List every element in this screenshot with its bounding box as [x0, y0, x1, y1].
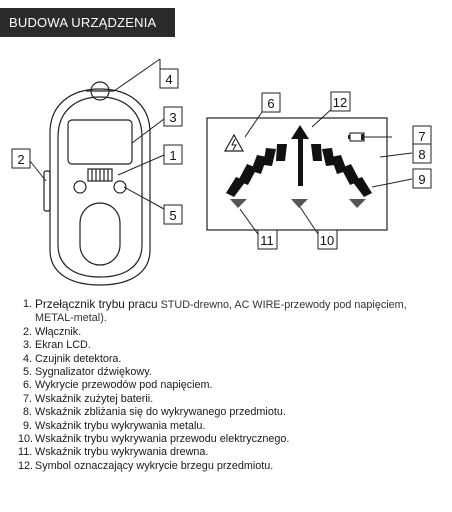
- legend-item: 7.Wskaźnik zużytej baterii.: [22, 392, 154, 405]
- legend-item: 10.Wskaźnik trybu wykrywania przewodu el…: [18, 433, 290, 446]
- legend-item: 3.Ekran LCD.: [22, 339, 91, 352]
- legend-item: 12.Symbol oznaczający wykrycie brzegu pr…: [18, 459, 274, 472]
- callout-10: 10: [320, 233, 334, 248]
- callout-11: 11: [260, 233, 274, 248]
- legend-item-lead: Przełącznik trybu pracu: [35, 297, 158, 311]
- legend-item: 5.Sygnalizator dźwiękowy.: [22, 366, 152, 379]
- edge-arrow-icon: [291, 125, 309, 186]
- legend-item: 4.Czujnik detektora.: [22, 352, 122, 365]
- callout-4: 4: [165, 72, 172, 87]
- legend-item: 2.Włącznik.: [22, 325, 82, 338]
- legend-item: 9.Wskaźnik trybu wykrywania metalu.: [22, 419, 206, 432]
- callout-3: 3: [169, 110, 176, 125]
- battery-icon: [348, 132, 365, 142]
- callout-2: 2: [17, 152, 24, 167]
- callout-9: 9: [418, 172, 425, 187]
- mode-indicators: [230, 199, 366, 208]
- callout-5: 5: [169, 208, 176, 223]
- callout-8: 8: [418, 147, 425, 162]
- legend-item: 1. Przełącznik trybu pracu STUD-drewno, …: [22, 297, 407, 325]
- lcd-detail: [206, 117, 388, 231]
- legend-item: 8.Wskaźnik zbliżania się do wykrywanego …: [22, 406, 286, 419]
- legend-item-text: STUD-drewno, AC WIRE-przewody pod napięc…: [35, 299, 407, 325]
- legend-item: 6.Wykrycie przewodów pod napięciem.: [22, 379, 213, 392]
- callout-1: 1: [169, 148, 176, 163]
- lightning-warning-icon: [223, 133, 245, 152]
- legend-item: 11.Wskaźnik trybu wykrywania drewna.: [18, 446, 209, 459]
- callout-6: 6: [267, 96, 274, 111]
- callout-7: 7: [418, 129, 425, 144]
- section-title: BUDOWA URZĄDZENIA: [0, 8, 175, 37]
- device-drawing: [43, 81, 151, 286]
- device-diagram: 4 3 1 2 5: [11, 58, 432, 286]
- parts-legend: 1. Przełącznik trybu pracu STUD-drewno, …: [18, 297, 448, 473]
- proximity-bars: [226, 144, 372, 197]
- callout-12: 12: [333, 95, 347, 110]
